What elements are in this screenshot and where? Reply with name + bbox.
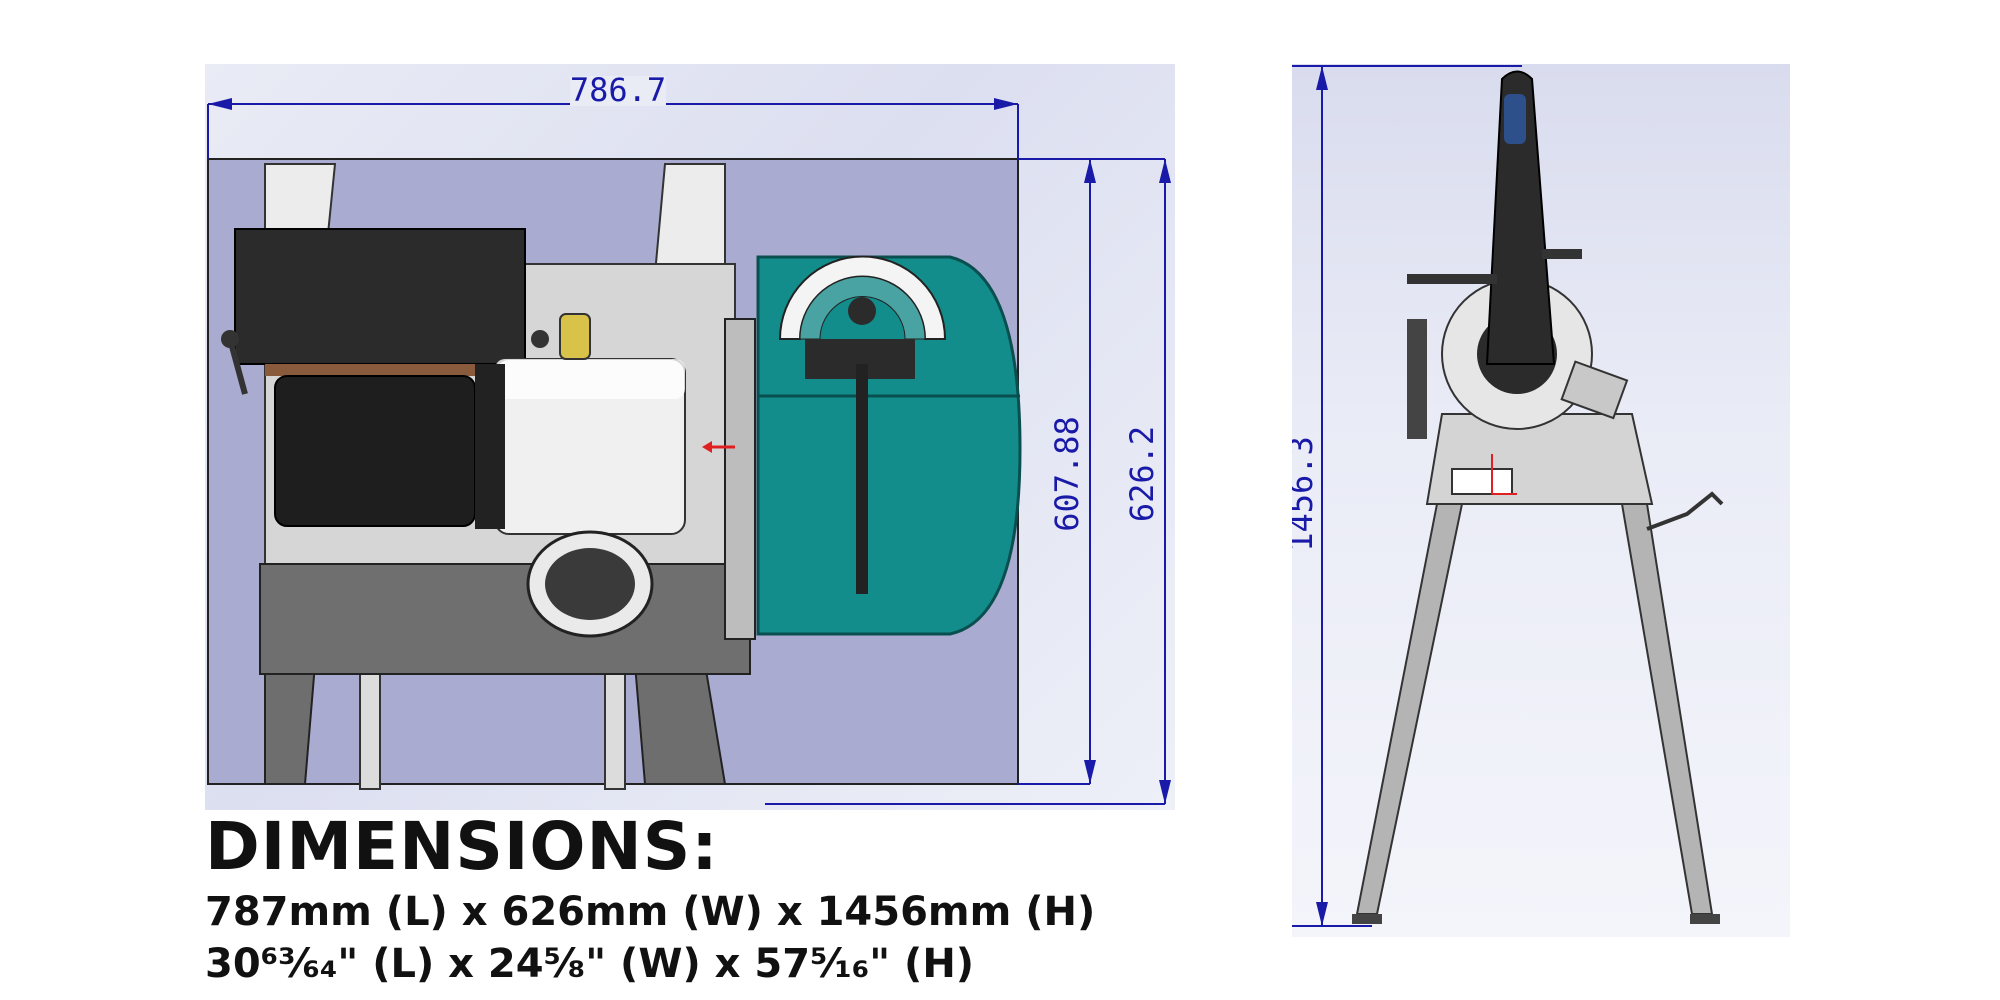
outer-width-dimension-label: 626.2: [1123, 426, 1161, 522]
height-dimension-label: 1456.3: [1292, 436, 1320, 552]
side-view-drawing: 1456.3: [1292, 64, 1790, 937]
belt-arm: [1485, 70, 1556, 365]
top-view-svg: 786.7 607.88 626.2: [207, 71, 1171, 805]
caption-metric: 787mm (L) x 626mm (W) x 1456mm (H): [205, 889, 1096, 935]
belt-unit-housing: [234, 228, 526, 365]
belt-strip: [265, 364, 495, 376]
dust-port-opening: [545, 548, 635, 620]
tilt-handle: [1407, 274, 1497, 284]
caption-title: DIMENSIONS:: [205, 808, 719, 885]
dimensions-caption: DIMENSIONS: 787mm (L) x 626mm (W) x 1456…: [205, 808, 1105, 990]
motor-flange: [475, 364, 505, 529]
handle-knob-right: [531, 330, 549, 348]
length-dimension-label: 786.7: [570, 71, 666, 109]
crank-handle: [1646, 491, 1724, 531]
inner-width-dimension-label: 607.88: [1048, 416, 1086, 532]
motor-end-cap: [274, 375, 476, 527]
top-view-drawing: 786.7 607.88 626.2: [205, 64, 1175, 810]
side-leg-rear: [1620, 503, 1714, 915]
disc-edge: [724, 318, 756, 640]
miter-bar: [856, 364, 868, 594]
switch-button: [559, 313, 591, 360]
belt-tension-knob: [1504, 94, 1526, 144]
side-leg-front: [1355, 503, 1464, 915]
side-clamp: [1407, 319, 1427, 439]
stand-leg-rear-right: [653, 163, 726, 275]
side-view-svg: 1456.3: [1292, 65, 1724, 927]
miter-knob: [848, 297, 876, 325]
caption-imperial: 30⁶³⁄₆₄" (L) x 24⁵⁄₈" (W) x 57⁵⁄₁₆" (H): [205, 941, 975, 987]
lower-housing: [259, 563, 751, 675]
stand-leg-front-left: [264, 663, 317, 785]
